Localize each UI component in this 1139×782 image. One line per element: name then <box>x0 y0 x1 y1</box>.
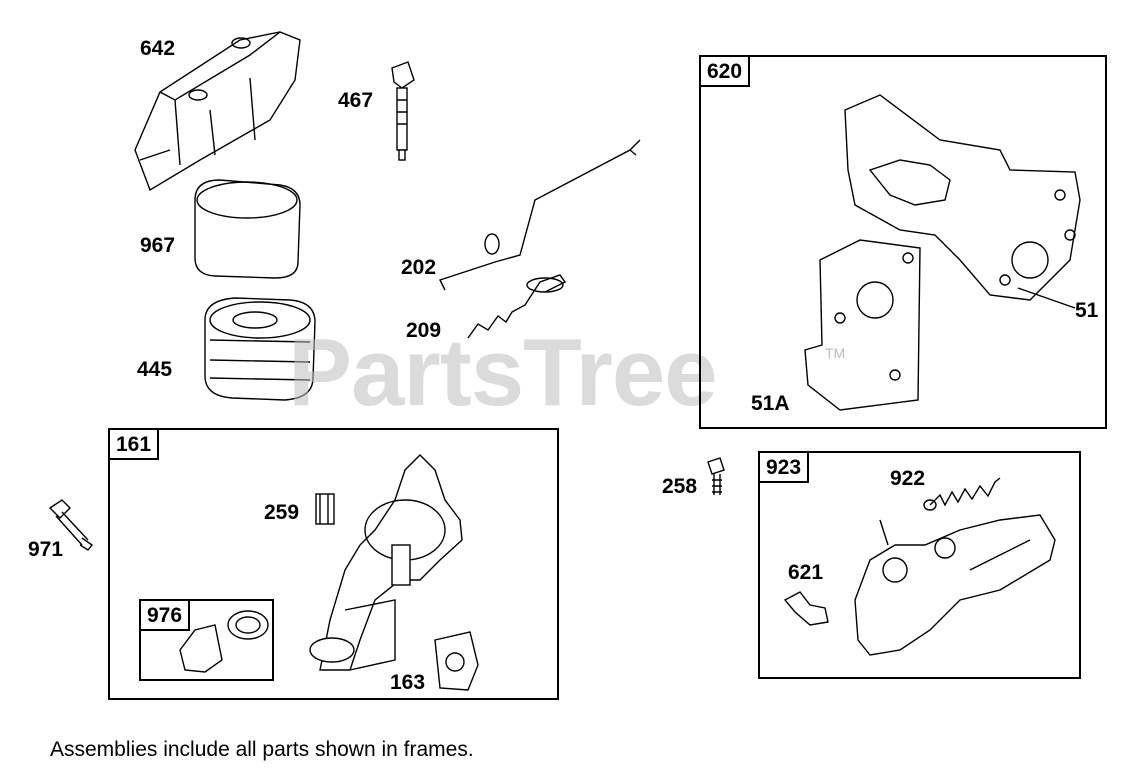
frame-976: 976 <box>139 599 274 681</box>
frame-620-label: 620 <box>699 55 751 87</box>
part-label-922[interactable]: 922 <box>890 467 926 490</box>
part-label-209[interactable]: 209 <box>406 319 442 342</box>
control-bracket-illustration <box>804 94 1081 411</box>
watermark-trademark: TM <box>825 345 846 361</box>
bolt-971-illustration <box>48 499 94 551</box>
frame-161: 161 <box>108 428 559 700</box>
diagram-caption: Assemblies include all parts shown in fr… <box>50 738 474 761</box>
part-label-642[interactable]: 642 <box>140 37 176 60</box>
part-label-621[interactable]: 621 <box>788 561 824 584</box>
part-label-258[interactable]: 258 <box>662 475 698 498</box>
governor-assembly-illustration <box>309 454 479 691</box>
frame-161-label: 161 <box>108 428 160 460</box>
filter-illustration <box>204 297 316 401</box>
watermark: PartsTree <box>288 319 718 426</box>
part-label-202[interactable]: 202 <box>401 256 437 279</box>
frame-923: 923 <box>758 451 1081 679</box>
part-label-163[interactable]: 163 <box>390 671 426 694</box>
pre-cleaner-illustration <box>194 179 301 279</box>
part-label-467[interactable]: 467 <box>338 89 374 112</box>
knob-illustration <box>391 61 415 161</box>
part-label-967[interactable]: 967 <box>140 234 176 257</box>
part-label-445[interactable]: 445 <box>137 358 173 381</box>
spring-922-illustration <box>923 477 1001 511</box>
link-rod-illustration <box>439 139 641 291</box>
clip-illustration <box>315 493 335 525</box>
frame-620: 620 <box>699 55 1107 429</box>
part-label-971[interactable]: 971 <box>28 538 64 561</box>
part-label-51a[interactable]: 51A <box>751 392 790 415</box>
spring-illustration <box>467 274 567 339</box>
bracket-621-illustration <box>783 591 829 626</box>
part-label-51[interactable]: 51 <box>1075 299 1099 322</box>
frame-923-label: 923 <box>758 451 810 483</box>
frame-976-label: 976 <box>139 599 191 631</box>
control-assembly-923-illustration <box>854 514 1056 656</box>
cap-illustration <box>179 610 269 673</box>
part-label-259[interactable]: 259 <box>264 501 300 524</box>
air-cleaner-cover-illustration <box>134 31 301 192</box>
screw-258-illustration <box>707 457 725 495</box>
